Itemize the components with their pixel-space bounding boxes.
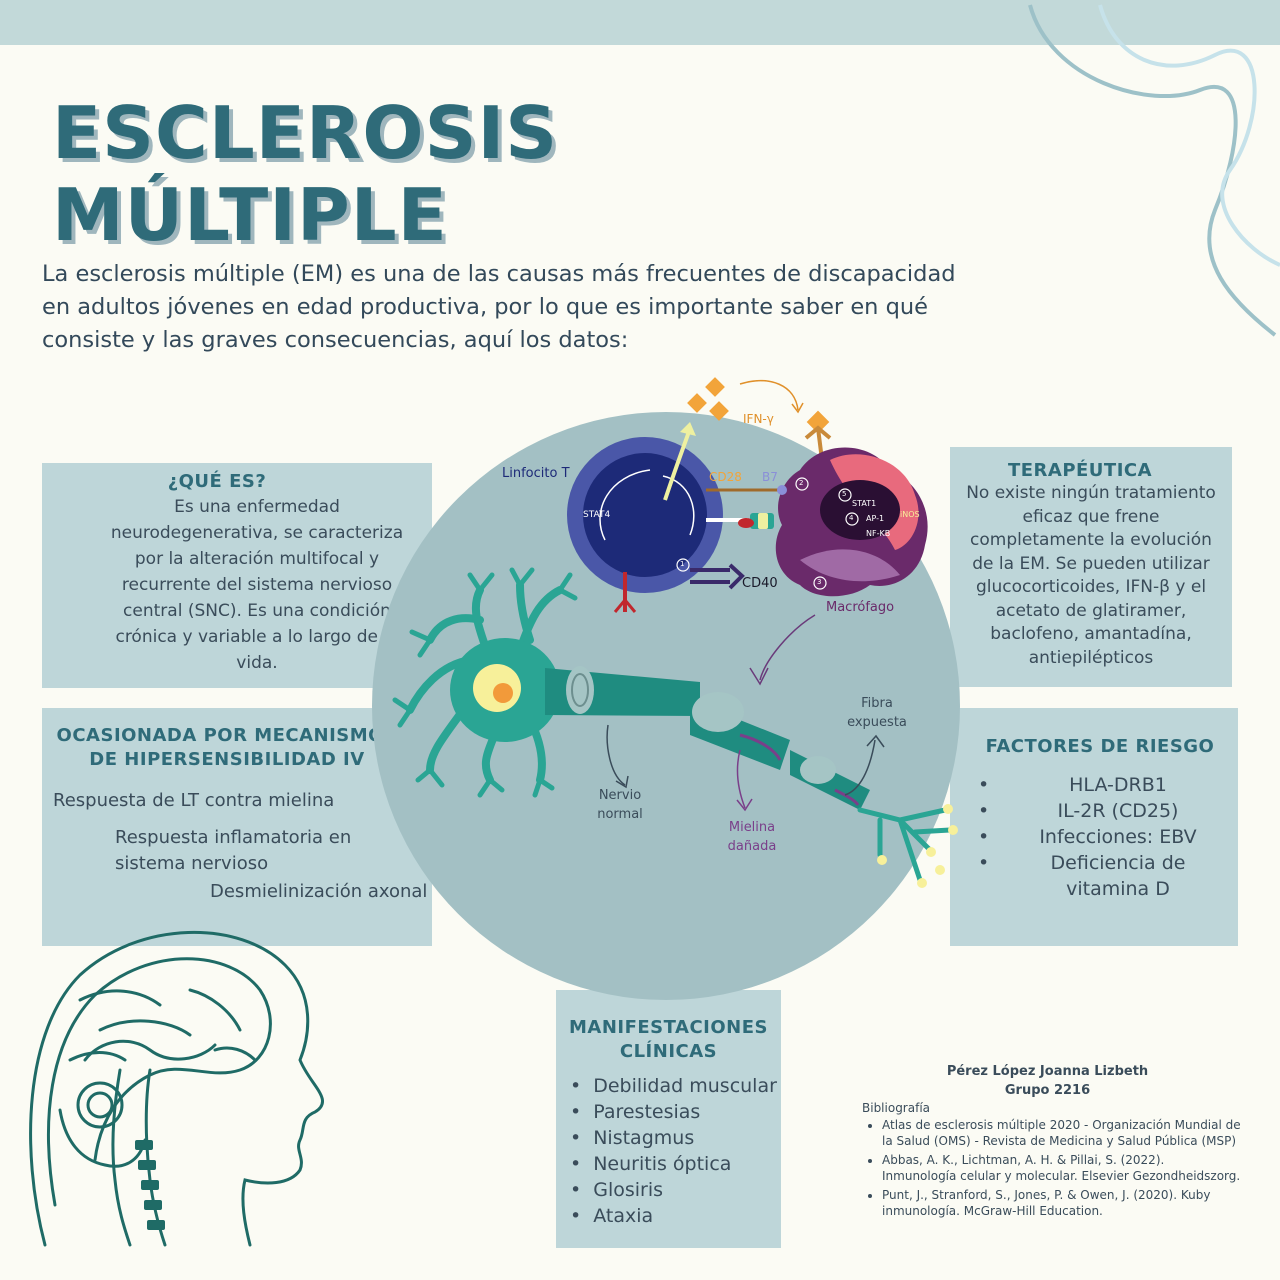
author-block: Pérez López Joanna Lizbeth Grupo 2216: [900, 1062, 1195, 1100]
title-line-1: ESCLEROSIS: [52, 91, 559, 175]
label-nfkb: NF-KB: [866, 529, 891, 538]
ocasionada-item: sistema nervioso: [115, 853, 269, 874]
panel-terapeutica: TERAPÉUTICA No existe ningún tratamiento…: [950, 447, 1232, 687]
list-item: Infecciones: EBV: [978, 824, 1228, 850]
list-item: Debilidad muscular: [570, 1073, 777, 1099]
que-es-text: Es una enfermedad neurodegenerativa, se …: [110, 497, 404, 673]
bibliography-heading: Bibliografía: [862, 1101, 931, 1115]
page-title: ESCLEROSIS MÚLTIPLE: [52, 92, 558, 256]
label-ap1: AP-1: [866, 514, 885, 523]
label-linfocito: Linfocito T: [502, 466, 570, 481]
list-item: Ataxia: [570, 1203, 777, 1229]
step-marker-4: 4: [849, 514, 854, 522]
ocasionada-heading: OCASIONADA POR MECANISMOS DE HIPERSENSIB…: [56, 725, 398, 770]
label-b7: B7: [762, 470, 778, 484]
panel-manifestaciones: MANIFESTACIONES CLÍNICAS Debilidad muscu…: [556, 990, 781, 1248]
factores-list: HLA-DRB1 IL-2R (CD25) Infecciones: EBV D…: [978, 772, 1228, 902]
que-es-heading: ¿QUÉ ES?: [167, 471, 267, 492]
ocasionada-item: Respuesta inflamatoria en: [115, 827, 352, 848]
title-line-2: MÚLTIPLE: [52, 173, 448, 257]
factores-heading: FACTORES DE RIESGO: [985, 736, 1215, 757]
panel-que-es: ¿QUÉ ES? Es una enfermedad neurodegenera…: [42, 463, 432, 688]
list-item: Neuritis óptica: [570, 1151, 777, 1177]
panel-factores: FACTORES DE RIESGO HLA-DRB1 IL-2R (CD25)…: [950, 708, 1238, 946]
label-fibra: Fibra expuesta: [847, 696, 907, 730]
list-item: HLA-DRB1: [978, 772, 1228, 798]
label-macrofago: Macrófago: [826, 600, 895, 615]
bibliography: Bibliografía Atlas de esclerosis múltipl…: [862, 1100, 1242, 1222]
terapeutica-heading: TERAPÉUTICA: [1007, 460, 1153, 481]
list-item: Abbas, A. K., Lichtman, A. H. & Pillai, …: [882, 1152, 1242, 1185]
intro-paragraph: La esclerosis múltiple (EM) es una de la…: [42, 261, 956, 353]
list-item: Parestesias: [570, 1099, 777, 1125]
label-nervio: Nervio normal: [597, 788, 643, 822]
author-name: Pérez López Joanna Lizbeth: [946, 1064, 1149, 1079]
list-item: Atlas de esclerosis múltiple 2020 - Orga…: [882, 1117, 1242, 1150]
top-banner: [0, 0, 1280, 45]
ocasionada-item: Respuesta de LT contra mielina: [53, 790, 335, 811]
list-item: Punt, J., Stranford, S., Jones, P. & Owe…: [882, 1187, 1242, 1220]
neuron: [392, 567, 578, 798]
list-item: Glosiris: [570, 1177, 777, 1203]
axon-terminals: [857, 807, 953, 883]
manifestaciones-list: Debilidad muscular Parestesias Nistagmus…: [570, 1073, 777, 1229]
label-stat4: STAT4: [583, 510, 611, 520]
panel-ocasionada: OCASIONADA POR MECANISMOS DE HIPERSENSIB…: [42, 708, 432, 946]
bibliography-list: Atlas de esclerosis múltiple 2020 - Orga…: [862, 1117, 1242, 1220]
step-marker-3: 3: [817, 578, 822, 586]
step-marker-1: 1: [680, 560, 685, 568]
list-item: Nistagmus: [570, 1125, 777, 1151]
ocasionada-item: Desmielinización axonal: [210, 881, 428, 902]
label-ifn: IFN-γ: [743, 412, 774, 426]
label-cd40: CD40: [742, 576, 778, 591]
manifestaciones-heading: MANIFESTACIONES CLÍNICAS: [568, 1017, 768, 1062]
author-group: Grupo 2216: [1004, 1083, 1091, 1098]
label-stat1: STAT1: [852, 499, 877, 508]
label-inos: iNOS: [900, 510, 920, 519]
step-marker-2: 2: [799, 479, 804, 487]
label-cd28: CD28: [709, 470, 742, 484]
label-mielina: Mielina dañada: [727, 820, 777, 854]
list-item: Deficiencia de vitamina D: [978, 850, 1228, 902]
ifn-molecules: [687, 377, 830, 434]
list-item: IL-2R (CD25): [978, 798, 1228, 824]
step-marker-5: 5: [842, 490, 847, 498]
terapeutica-text: No existe ningún tratamiento eficaz que …: [966, 483, 1216, 668]
